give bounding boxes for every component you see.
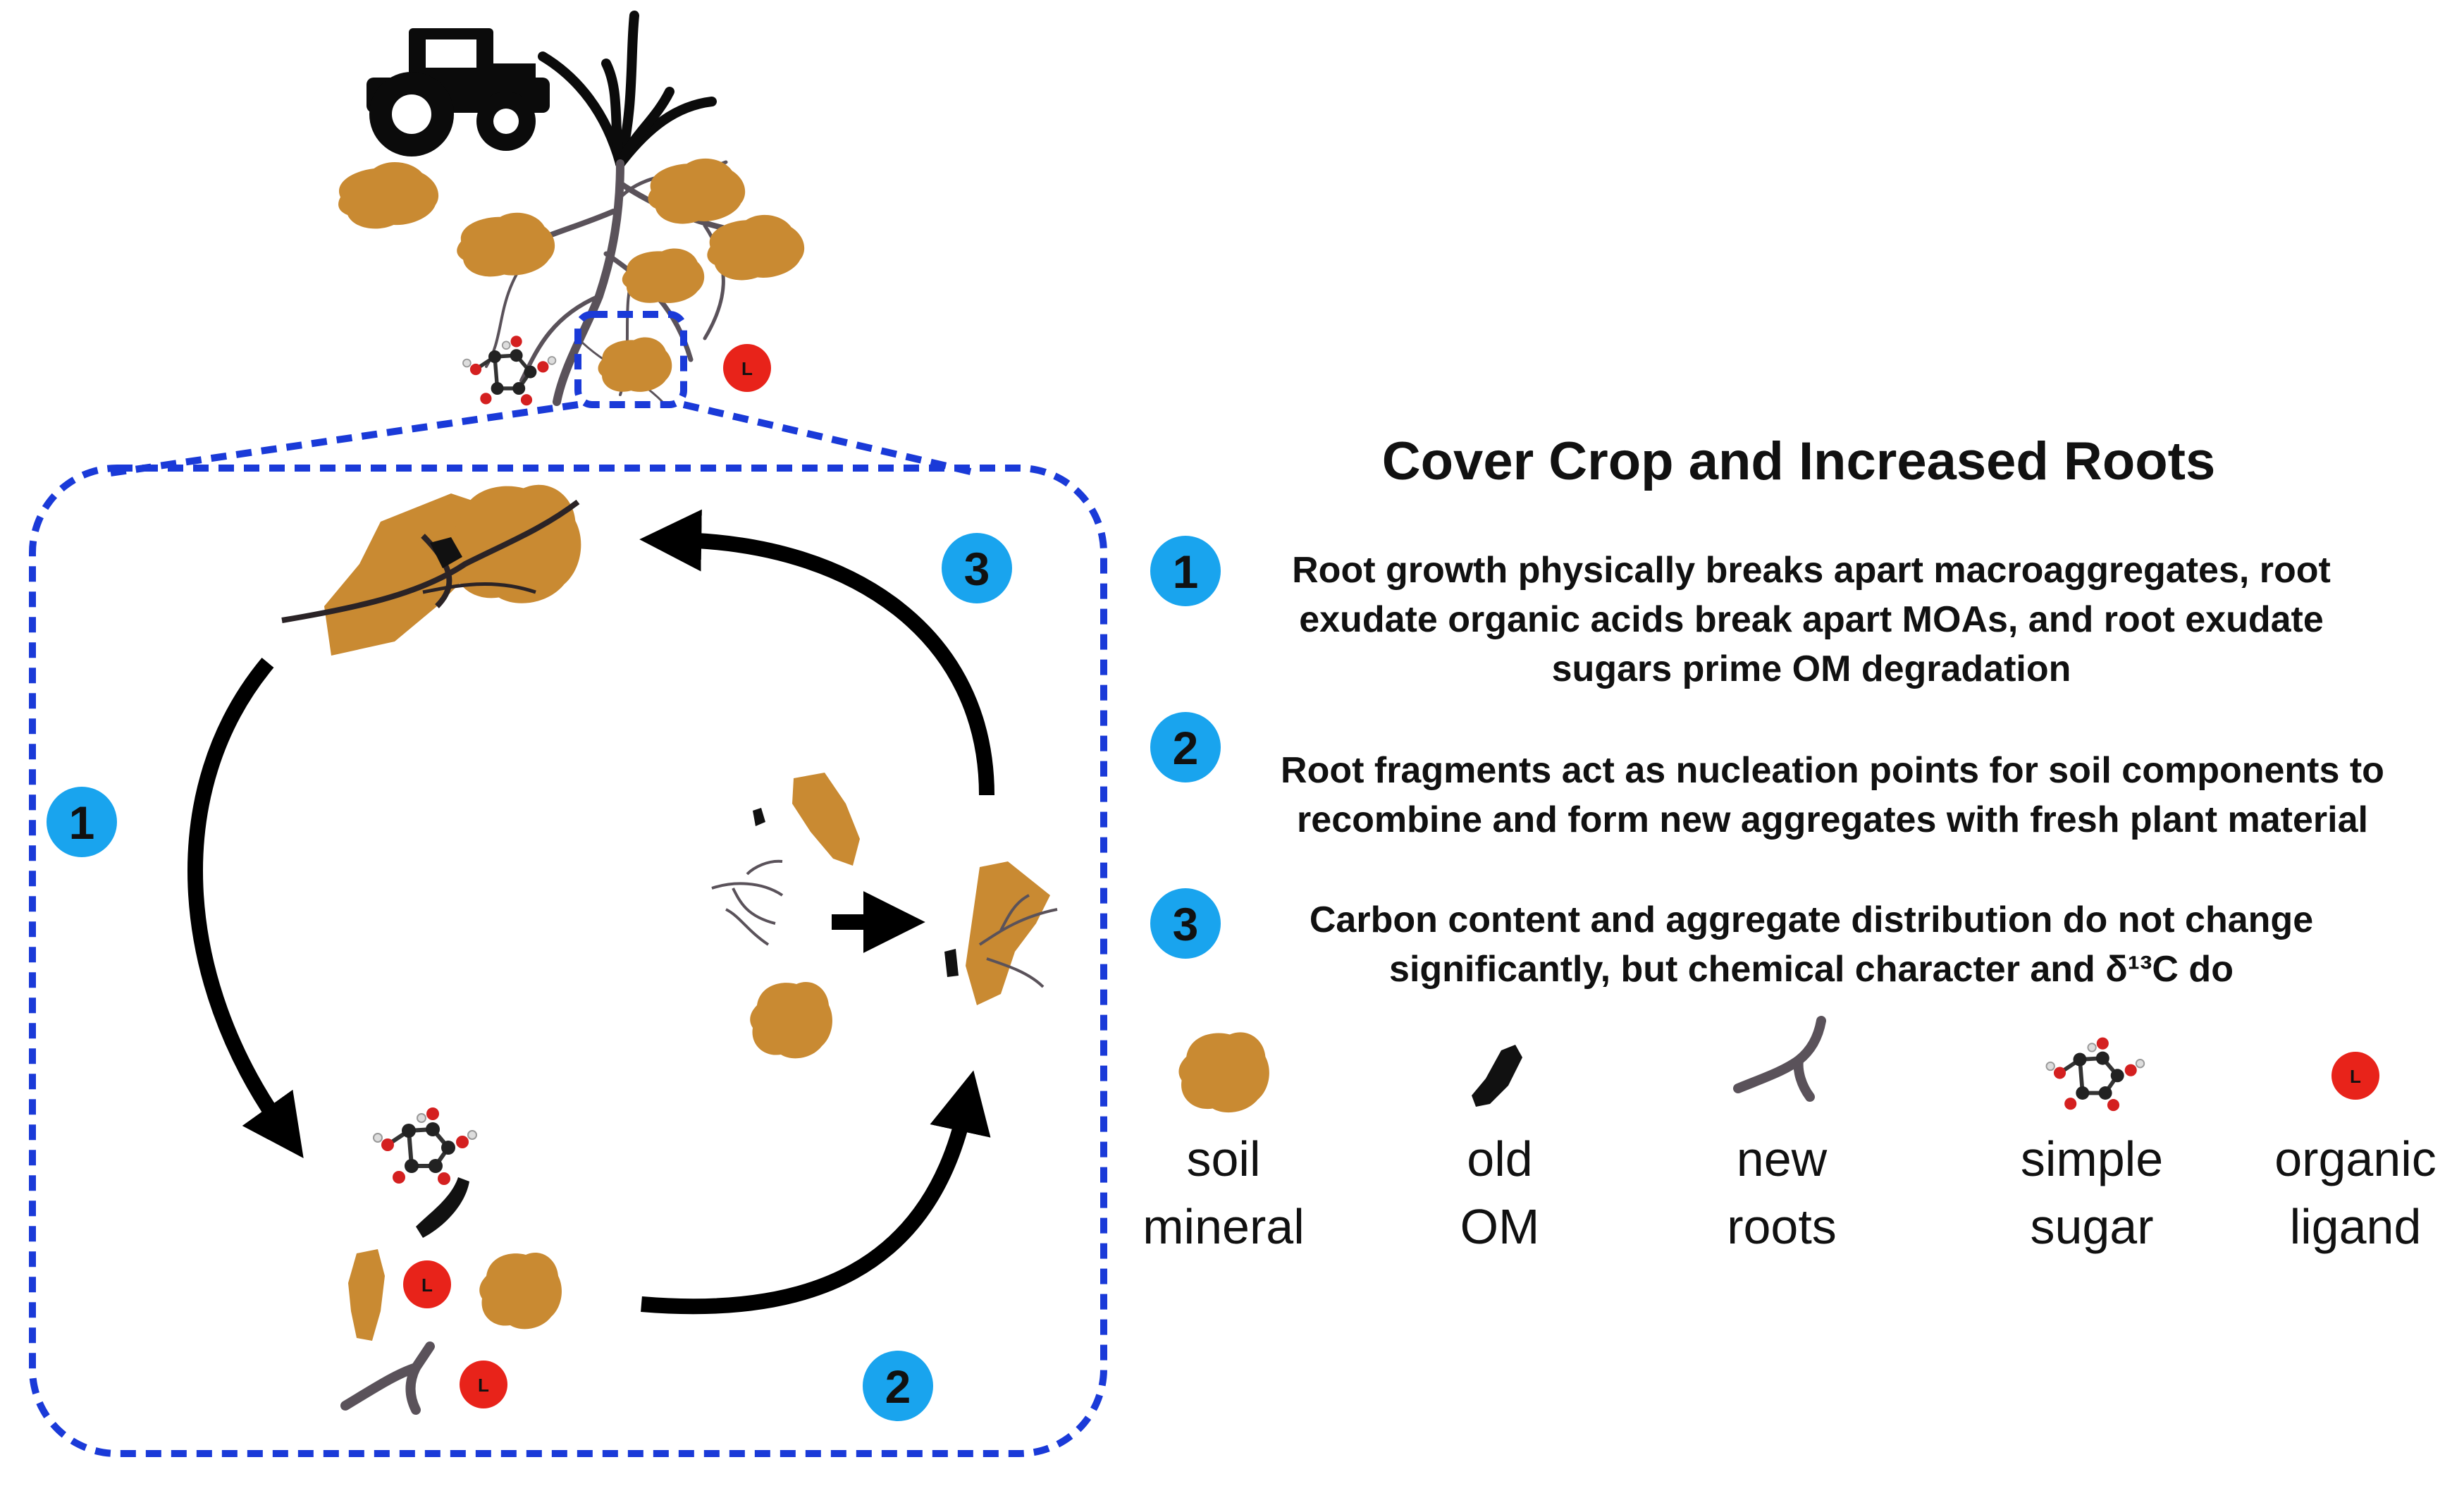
soil-mineral-icon [1178,1032,1269,1113]
svg-text:Carbon content and aggregate d: Carbon content and aggregate distributio… [1310,899,2313,940]
broken-components: L L [340,1107,562,1415]
zoom-region-box [574,311,687,408]
step-3: 3 Carbon content and aggregate distribut… [1150,888,2313,990]
svg-text:new: new [1737,1131,1828,1186]
svg-text:organic: organic [2274,1131,2437,1186]
svg-text:ligand: ligand [2290,1199,2422,1254]
cycle-arrow-2 [641,1070,991,1315]
step-badge [1150,536,1221,606]
legend-item-new-roots: new roots [1727,1016,1837,1254]
svg-text:L: L [421,1275,433,1296]
step-badge [1150,888,1221,959]
diagram-title: Cover Crop and Increased Roots [1382,431,2216,491]
svg-text:L: L [2350,1066,2361,1087]
organic-ligand-icon: L [723,344,771,392]
tractor-icon [366,28,550,156]
zoomed-cycle-panel [29,465,1107,1457]
step-badge [1150,712,1221,782]
svg-text:recombine and form new aggrega: recombine and form new aggregates with f… [1297,799,2368,840]
svg-text:2: 2 [1173,722,1199,774]
cycle-arrow-1 [187,657,304,1158]
step-2: 2 Root fragments act as nucleation point… [1150,712,2384,840]
legend: soil mineral old OM new roots simple sug… [1142,1016,2437,1254]
svg-text:soil: soil [1186,1131,1260,1186]
organic-ligand-icon: L [403,1260,451,1308]
svg-text:1: 1 [69,797,95,849]
organic-ligand-icon: L [2331,1052,2379,1100]
legend-item-organic-ligand: L organic ligand [2274,1052,2437,1254]
svg-text:exudate organic acids break ap: exudate organic acids break apart MOAs, … [1299,599,2324,640]
recombination-components [711,773,1058,1059]
cover-crop-plant-icon [538,11,717,168]
cycle-badge-1: 1 [47,787,117,857]
legend-item-old-om: old OM [1460,1045,1540,1254]
svg-text:3: 3 [1173,898,1199,950]
zoom-guide-left [105,401,579,477]
new-roots-icon [1733,1016,1826,1102]
svg-text:simple: simple [2021,1131,2163,1186]
svg-text:significantly, but chemical ch: significantly, but chemical character an… [1389,949,2234,990]
zoom-guide-right [682,401,981,477]
legend-item-simple-sugar: simple sugar [2021,1038,2163,1254]
simple-sugar-icon [2047,1038,2145,1112]
svg-text:old: old [1467,1131,1532,1186]
svg-text:sugars prime OM degradation: sugars prime OM degradation [1552,649,2071,689]
svg-text:L: L [478,1375,489,1396]
cycle-badge-3: 3 [942,533,1012,603]
organic-ligand-icon: L [460,1361,507,1408]
cycle-badge-2: 2 [863,1351,933,1421]
legend-item-soil-mineral: soil mineral [1142,1032,1305,1254]
cycle-arrow-3 [639,509,994,796]
svg-text:Root growth physically breaks: Root growth physically breaks apart macr… [1292,550,2331,591]
svg-text:1: 1 [1173,546,1199,598]
svg-text:3: 3 [964,543,990,595]
step-1: 1 Root growth physically breaks apart ma… [1150,536,2331,689]
svg-text:OM: OM [1460,1199,1540,1254]
svg-text:mineral: mineral [1142,1199,1305,1254]
svg-text:2: 2 [885,1361,911,1413]
svg-text:L: L [741,358,753,379]
old-om-icon [1472,1045,1522,1107]
svg-text:sugar: sugar [2030,1199,2153,1254]
svg-text:Root fragments act as nucleati: Root fragments act as nucleation points … [1281,750,2384,791]
svg-text:roots: roots [1727,1199,1837,1254]
macroaggregate [281,484,581,656]
